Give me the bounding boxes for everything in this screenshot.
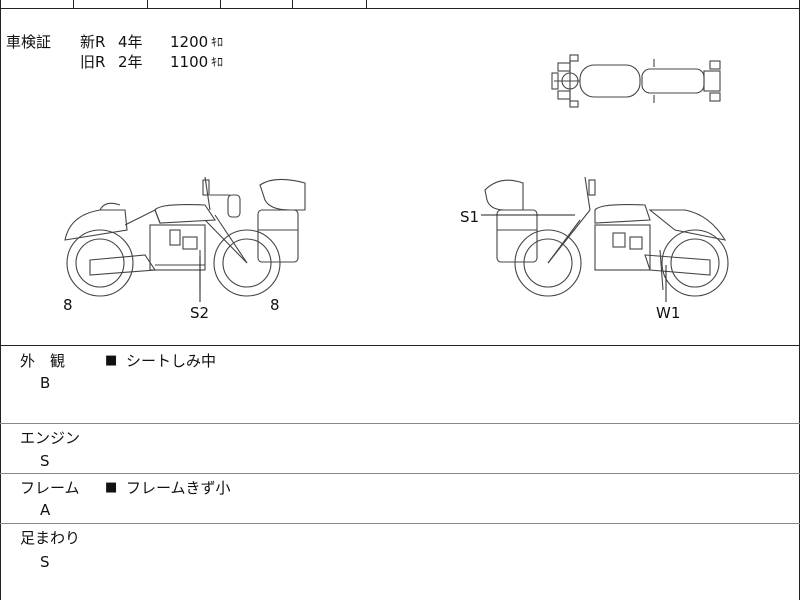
motorcycle-right-side [484,176,729,297]
motorcycle-top-view [551,54,721,108]
row-divider-1 [0,423,800,424]
eval-note-appearance: シートしみ中 [126,352,217,370]
inspection-new-value: 1200 [170,33,209,51]
inspection-old-unit: ｷﾛ [211,55,224,69]
eval-label-frame: フレーム [20,479,80,497]
header-divider-1 [73,0,74,8]
eval-grade-frame: A [40,501,51,519]
header-divider-5 [366,0,367,8]
header-divider-4 [292,0,293,8]
eval-bullet-frame: ■ [105,480,118,495]
left-mark-rear-wheel: 8 [270,296,280,314]
section-divider-top [0,345,800,346]
motorcycle-left-side [64,176,306,297]
inspection-old-years: 2年 [118,53,143,71]
eval-grade-engine: S [40,452,50,470]
left-border [0,0,1,600]
inspection-new-unit: ｷﾛ [211,35,224,49]
left-mark-center: S2 [190,304,210,322]
eval-grade-appearance: B [40,374,51,392]
eval-bullet-appearance: ■ [105,353,118,368]
inspection-new-type: 新R [80,33,106,51]
inspection-new-years: 4年 [118,33,143,51]
top-border [0,8,800,9]
inspection-old-type: 旧R [80,53,106,71]
eval-label-appearance: 外 観 [20,352,66,370]
eval-note-frame: フレームきず小 [126,479,231,497]
right-mark-lower: W1 [656,304,681,322]
eval-grade-suspension: S [40,553,50,571]
row-divider-3 [0,523,800,524]
header-divider-3 [220,0,221,8]
left-mark-front-wheel: 8 [63,296,73,314]
header-divider-2 [147,0,148,8]
right-mark-upper: S1 [460,208,480,226]
row-divider-2 [0,473,800,474]
eval-label-suspension: 足まわり [20,529,81,547]
eval-label-engine: エンジン [20,429,81,447]
inspection-old-value: 1100 [170,53,209,71]
inspection-label: 車検証 [6,33,52,51]
